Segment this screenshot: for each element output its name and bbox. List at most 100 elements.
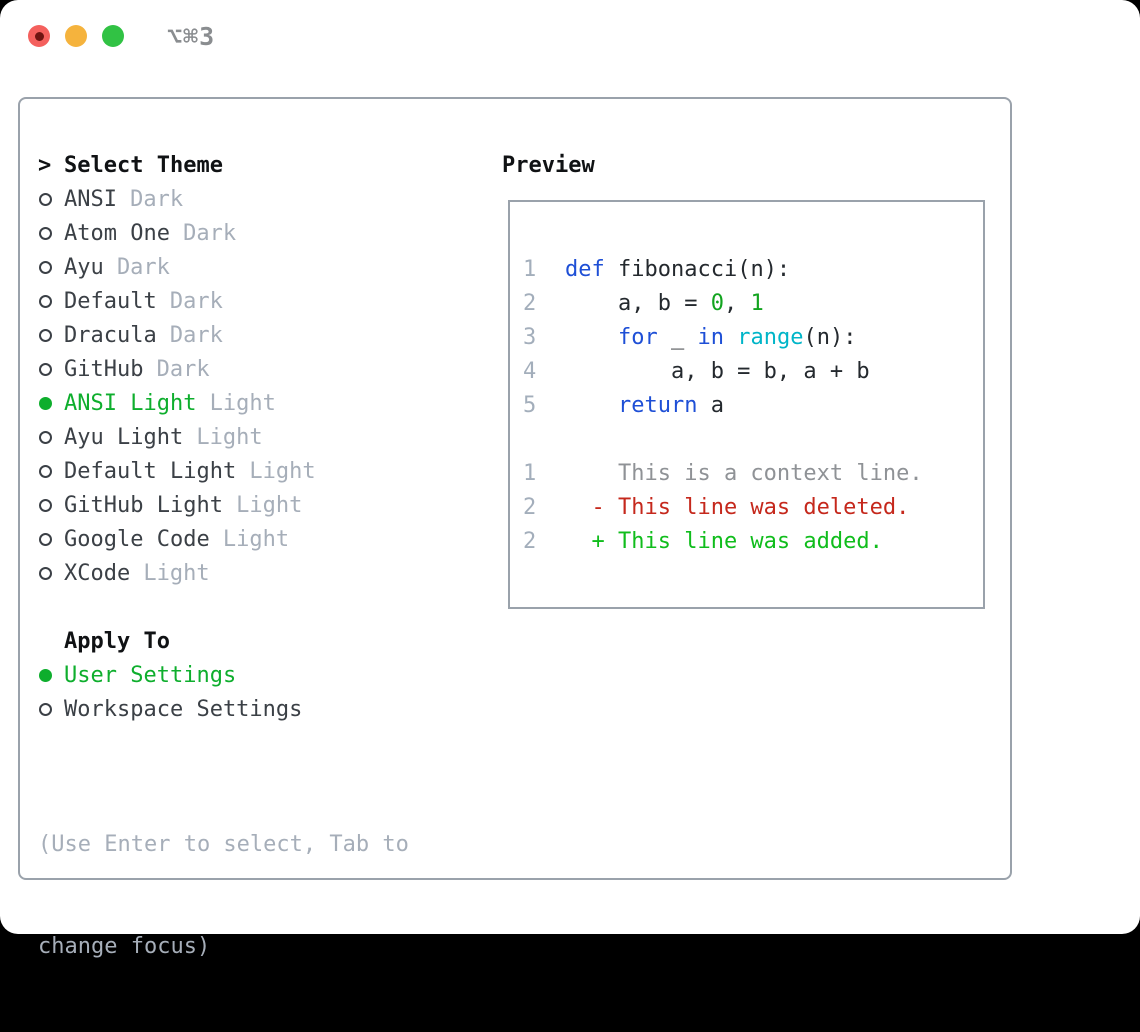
theme-variant: Dark xyxy=(183,220,237,246)
zoom-button[interactable] xyxy=(102,25,124,47)
spacer-row xyxy=(38,726,409,760)
theme-name: Ayu Light xyxy=(64,424,184,450)
code-content: return a xyxy=(617,392,724,418)
theme-name: Atom One xyxy=(64,220,170,246)
theme-variant: Light xyxy=(222,526,290,552)
radio-icon xyxy=(38,226,64,240)
theme-name: Default xyxy=(64,288,157,314)
theme-option-default-light[interactable]: Default Light Light xyxy=(38,454,409,488)
line-number: 2 xyxy=(523,494,537,520)
theme-variant: Dark xyxy=(156,356,210,382)
theme-option-google-code[interactable]: Google Code Light xyxy=(38,522,409,556)
help-text: (Use Enter to select, Tab to change focu… xyxy=(38,760,409,1032)
theme-option-xcode[interactable]: XCode Light xyxy=(38,556,409,590)
code-content: - This line was deleted. xyxy=(565,494,910,520)
radio-icon xyxy=(38,328,64,342)
theme-option-ayu[interactable]: Ayu Dark xyxy=(38,250,409,284)
minimize-button[interactable] xyxy=(65,25,87,47)
select-theme-header: > Select Theme xyxy=(38,148,409,182)
preview-line: 3 for _ in range(n): xyxy=(523,320,923,354)
code-content: + This line was added. xyxy=(565,528,883,554)
apply-to-title: Apply To xyxy=(64,628,170,654)
radio-icon xyxy=(38,566,64,580)
line-number: 3 xyxy=(523,324,537,350)
code-content: This is a context line. xyxy=(565,460,923,486)
preview-line xyxy=(523,422,923,456)
preview-line: 2 + This line was added. xyxy=(523,524,923,558)
preview-line: 2 a, b = 0, 1 xyxy=(523,286,923,320)
theme-name: Google Code xyxy=(64,526,210,552)
line-number: 2 xyxy=(523,528,537,554)
help-line-2: change focus) xyxy=(38,934,211,959)
window-title-shortcut: ⌥⌘3 xyxy=(167,22,216,51)
radio-icon xyxy=(38,668,64,682)
traffic-lights xyxy=(28,25,124,47)
close-button[interactable] xyxy=(28,25,50,47)
line-number: 1 xyxy=(523,460,537,486)
prompt-caret: > xyxy=(38,152,52,178)
theme-name: Dracula xyxy=(64,322,157,348)
theme-name: ANSI Light xyxy=(64,390,197,416)
line-number: 2 xyxy=(523,290,537,316)
theme-option-ansi-light[interactable]: ANSI Light Light xyxy=(38,386,409,420)
radio-icon xyxy=(38,498,64,512)
radio-icon xyxy=(38,294,64,308)
apply-option-workspace-settings[interactable]: Workspace Settings xyxy=(38,692,409,726)
code-content: def fibonacci(n): xyxy=(565,256,791,282)
apply-to-header-row: Apply To xyxy=(38,624,409,658)
theme-option-github[interactable]: GitHub Dark xyxy=(38,352,409,386)
theme-variant: Dark xyxy=(116,254,170,280)
line-number: 1 xyxy=(523,256,537,282)
theme-name: Ayu xyxy=(64,254,104,280)
theme-name: GitHub xyxy=(64,356,144,382)
theme-variant: Dark xyxy=(169,288,223,314)
theme-name: Default Light xyxy=(64,458,237,484)
help-line-1: (Use Enter to select, Tab to xyxy=(38,832,409,857)
radio-icon xyxy=(38,464,64,478)
radio-icon xyxy=(38,430,64,444)
select-theme-title: Select Theme xyxy=(64,152,223,178)
close-dot-icon xyxy=(34,31,44,41)
theme-option-dracula[interactable]: Dracula Dark xyxy=(38,318,409,352)
line-number: 4 xyxy=(523,358,537,384)
theme-option-default[interactable]: Default Dark xyxy=(38,284,409,318)
code-content: for _ in range(n): xyxy=(617,324,857,350)
radio-icon xyxy=(38,396,64,410)
theme-variant: Dark xyxy=(130,186,184,212)
theme-variant: Light xyxy=(209,390,276,416)
preview-header: Preview xyxy=(502,152,595,178)
preview-line: 4 a, b = b, a + b xyxy=(523,354,923,388)
theme-name: GitHub Light xyxy=(64,492,223,518)
theme-variant: Light xyxy=(249,458,316,484)
line-number: 5 xyxy=(523,392,537,418)
theme-variant: Dark xyxy=(169,322,223,348)
preview-line: 2 - This line was deleted. xyxy=(523,490,923,524)
radio-icon xyxy=(38,362,64,376)
preview-line: 1 This is a context line. xyxy=(523,456,923,490)
theme-name: ANSI xyxy=(64,186,117,212)
theme-option-atom-one[interactable]: Atom One Dark xyxy=(38,216,409,250)
radio-icon xyxy=(38,532,64,546)
theme-option-ansi[interactable]: ANSI Dark xyxy=(38,182,409,216)
radio-icon xyxy=(38,192,64,206)
radio-icon xyxy=(38,702,64,716)
spacer-row xyxy=(38,590,409,624)
code-content: a, b = 0, 1 xyxy=(565,290,764,316)
apply-option-user-settings[interactable]: User Settings xyxy=(38,658,409,692)
preview-line: 1 def fibonacci(n): xyxy=(523,252,923,286)
code-content: a, b = b, a + b xyxy=(565,358,870,384)
apply-option-label: Workspace Settings xyxy=(64,696,303,722)
theme-name: XCode xyxy=(64,560,131,586)
theme-variant: Light xyxy=(143,560,210,586)
preview-line: 5 return a xyxy=(523,388,923,422)
radio-icon xyxy=(38,260,64,274)
apply-option-label: User Settings xyxy=(64,662,237,688)
